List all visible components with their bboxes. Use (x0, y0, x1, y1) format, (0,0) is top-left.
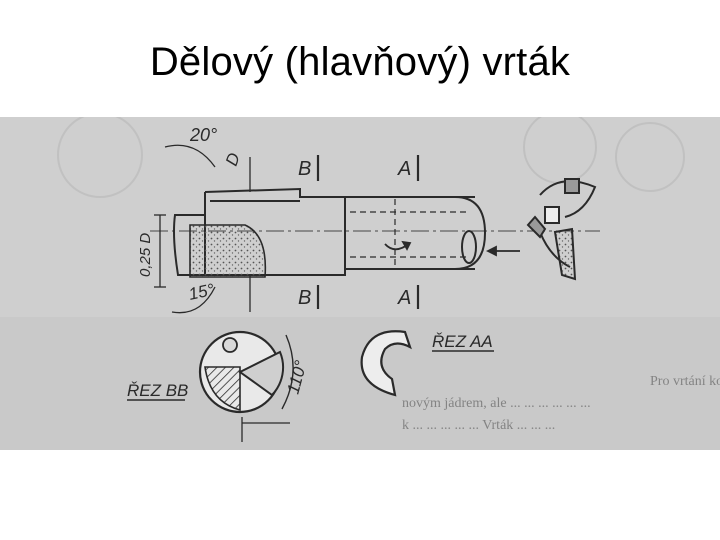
bg-text-line-1: Pro vrtání konkávních rozměrů ... (650, 374, 720, 389)
cutting-insert (189, 224, 267, 278)
gun-drill-drawing: Pro vrtání konkávních rozměrů ... novým … (0, 117, 720, 450)
label-dim-left: 0,25 D (137, 233, 154, 277)
section-markers (316, 155, 420, 309)
bg-text-line-2: novým jádrem, ale ... ... ... ... ... ..… (402, 396, 591, 411)
label-cut-b-bottom: B (298, 287, 311, 309)
label-cut-b-top: B (298, 158, 311, 180)
drill-body (173, 187, 487, 276)
section-bb-view (198, 330, 294, 442)
label-dim-d: D (222, 150, 244, 168)
bg-text-line-3: k ... ... ... ... ... Vrták ... ... ... (402, 418, 555, 433)
section-aa-view (360, 330, 412, 397)
label-section-bb: ŘEZ BB (127, 381, 188, 400)
dimension-lines (154, 144, 251, 314)
coolant-arrows (384, 240, 520, 257)
label-angle-top: 20° (189, 125, 217, 145)
slide-title: Dělový (hlavňový) vrták (149, 40, 571, 84)
label-cut-a-top: A (397, 158, 411, 180)
label-section-aa: ŘEZ AA (432, 332, 493, 351)
label-angle-bottom: 15° (187, 280, 216, 304)
label-cut-a-bottom: A (397, 287, 411, 309)
end-view (526, 178, 597, 281)
